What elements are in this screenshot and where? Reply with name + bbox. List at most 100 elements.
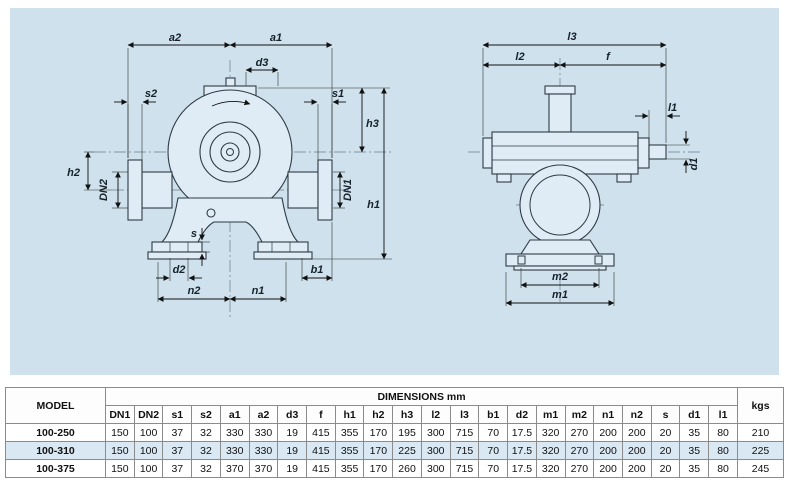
value-cell-d3: 19	[277, 441, 308, 460]
value-cell-s: 20	[650, 441, 681, 460]
column-header-h3: h3	[392, 405, 422, 424]
value-cell-h1: 355	[334, 441, 365, 460]
value-cell-DN1: 150	[105, 423, 135, 442]
value-cell-h3: 225	[392, 441, 422, 460]
suction-pipe	[141, 171, 173, 209]
dim-label-s1: s1	[332, 88, 344, 100]
suction-flange	[127, 159, 143, 221]
casing-side-circle	[519, 164, 601, 246]
column-header-l1: l1	[708, 405, 738, 424]
right-foot-pad	[253, 251, 313, 260]
model-header: MODEL	[5, 387, 106, 424]
volute-body	[160, 197, 300, 243]
value-cell-h1: 355	[334, 459, 365, 478]
model-cell: 100-375	[5, 459, 106, 478]
model-cell: 100-310	[5, 441, 106, 460]
pedestal	[519, 239, 601, 255]
dim-label-s: s	[191, 228, 197, 240]
value-cell-DN1: 150	[105, 441, 135, 460]
value-cell-n2: 200	[621, 441, 652, 460]
value-cell-h3: 195	[392, 423, 422, 442]
value-cell-h1: 355	[334, 423, 365, 442]
discharge-tower	[548, 93, 572, 133]
value-cell-l2: 300	[420, 423, 451, 442]
value-cell-d1: 35	[679, 441, 710, 460]
column-header-a2: a2	[248, 405, 279, 424]
value-cell-s1: 37	[162, 459, 193, 478]
value-cell-n1: 200	[593, 423, 623, 442]
shaft-end	[648, 144, 667, 160]
right-foot	[257, 241, 309, 253]
dim-label-d2: d2	[173, 264, 186, 276]
drawing-panel: a2 a1 d3 s2 s1 h3 h1 DN1	[10, 8, 779, 375]
value-cell-DN2: 100	[133, 423, 164, 442]
dim-label-l1: l1	[668, 102, 677, 114]
value-cell-d3: 19	[277, 459, 308, 478]
value-cell-h2: 170	[363, 423, 394, 442]
value-cell-a2: 330	[248, 441, 279, 460]
left-foot-pad	[147, 251, 207, 260]
value-cell-a1: 330	[219, 441, 250, 460]
kgs-cell: 210	[737, 423, 784, 442]
value-cell-s: 20	[650, 423, 681, 442]
casing-inner-circle	[529, 174, 591, 236]
kgs-cell: 225	[737, 441, 784, 460]
discharge-cap	[544, 85, 576, 95]
dim-label-a1: a1	[270, 32, 282, 44]
column-header-l2: l2	[420, 405, 451, 424]
column-header-m1: m1	[535, 405, 566, 424]
column-header-f: f	[306, 405, 336, 424]
value-cell-l2: 300	[420, 459, 451, 478]
value-cell-a2: 370	[248, 459, 279, 478]
dim-label-d3: d3	[256, 57, 269, 69]
value-cell-h2: 170	[363, 459, 394, 478]
value-cell-m1: 320	[535, 441, 566, 460]
value-cell-d2: 17.5	[507, 441, 537, 460]
value-cell-m1: 320	[535, 459, 566, 478]
housing-foot	[616, 173, 632, 183]
value-cell-DN2: 100	[133, 459, 164, 478]
dim-label-l3: l3	[567, 31, 576, 43]
kgs-header: kgs	[737, 387, 784, 424]
pump-side-view: l3 l2 f l1 d1 m2 m1	[468, 31, 702, 306]
value-cell-d2: 17.5	[507, 423, 537, 442]
dimensions-header: DIMENSIONS mm	[105, 387, 738, 406]
column-header-n2: n2	[621, 405, 652, 424]
housing-foot	[496, 173, 512, 183]
value-cell-n2: 200	[621, 459, 652, 478]
dim-label-n2: n2	[188, 285, 201, 297]
dim-label-n1: n1	[252, 285, 265, 297]
value-cell-l2: 300	[420, 441, 451, 460]
value-cell-s1: 37	[162, 423, 193, 442]
pump-front-view: a2 a1 d3 s2 s1 h3 h1 DN1	[67, 32, 394, 318]
column-header-DN2: DN2	[133, 405, 164, 424]
discharge-flange	[317, 159, 333, 221]
value-cell-b1: 70	[478, 441, 509, 460]
column-header-a1: a1	[219, 405, 250, 424]
value-cell-f: 415	[306, 441, 336, 460]
value-cell-b1: 70	[478, 423, 509, 442]
pump-drawing: a2 a1 d3 s2 s1 h3 h1 DN1	[67, 31, 702, 318]
column-header-d2: d2	[507, 405, 537, 424]
dim-label-f: f	[606, 51, 611, 63]
dim-label-a2: a2	[169, 32, 181, 44]
value-cell-n2: 200	[621, 423, 652, 442]
column-header-h2: h2	[363, 405, 394, 424]
column-header-DN1: DN1	[105, 405, 135, 424]
model-cell: 100-250	[5, 423, 106, 442]
value-cell-a1: 370	[219, 459, 250, 478]
value-cell-a1: 330	[219, 423, 250, 442]
value-cell-l3: 715	[449, 459, 480, 478]
dim-label-l2: l2	[515, 51, 524, 63]
value-cell-h3: 260	[392, 459, 422, 478]
dim-label-d1: d1	[688, 158, 700, 171]
value-cell-m2: 270	[564, 459, 595, 478]
value-cell-s2: 32	[191, 441, 221, 460]
dim-label-h3: h3	[366, 118, 379, 130]
dim-label-h2: h2	[67, 167, 80, 179]
column-header-h1: h1	[334, 405, 365, 424]
